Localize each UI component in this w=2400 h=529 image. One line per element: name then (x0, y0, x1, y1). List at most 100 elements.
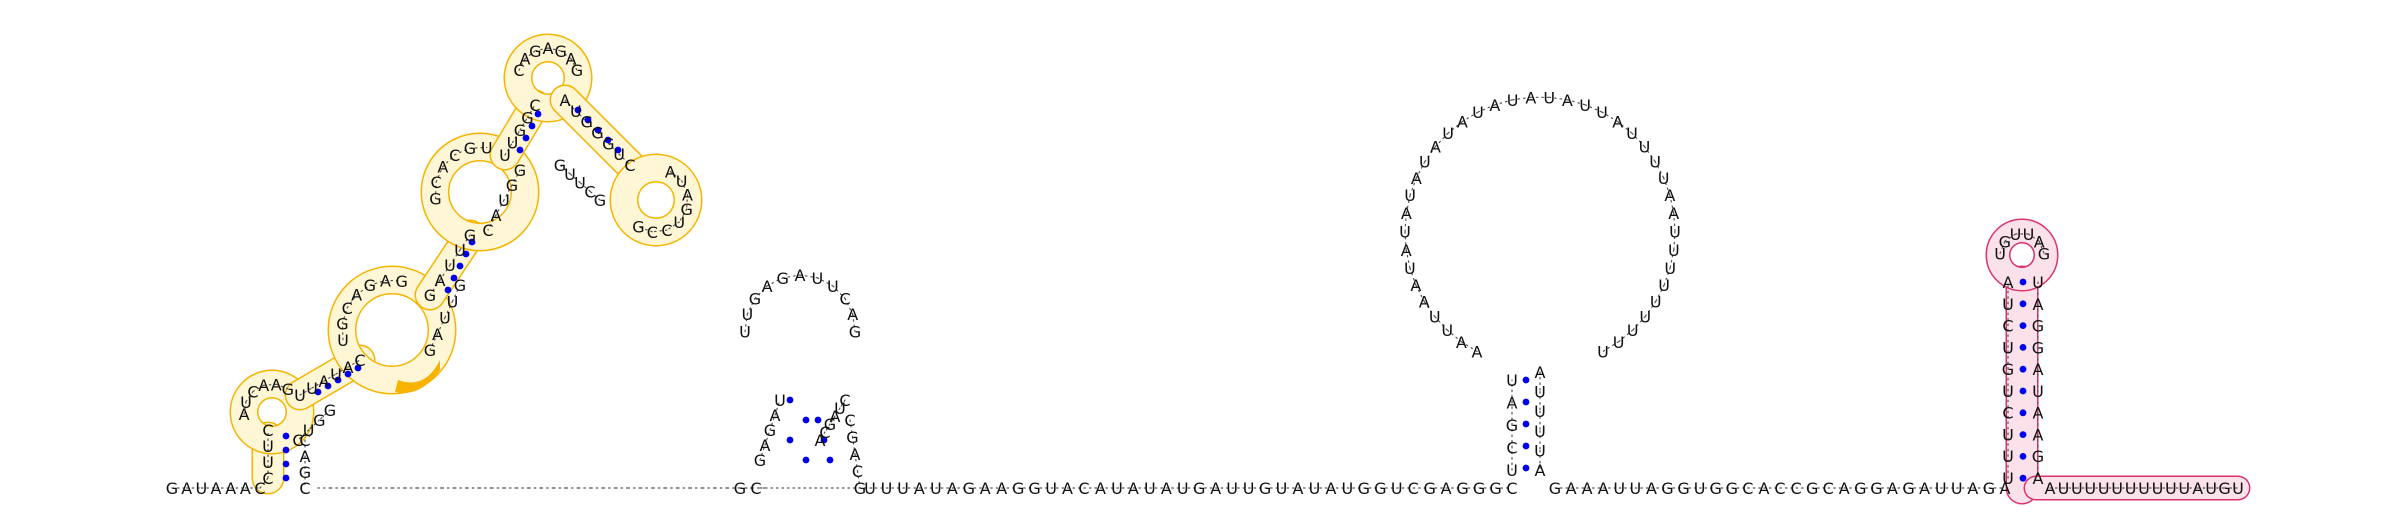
nucleotide: A (830, 407, 841, 426)
base-pair-dot (334, 376, 342, 384)
backbone-bond (2038, 240, 2045, 254)
nucleotide: U (1243, 479, 1255, 498)
backbone-bond (299, 387, 313, 396)
nucleotide: A (225, 479, 236, 498)
nucleotide: A (258, 376, 269, 395)
nucleotide: A (566, 50, 577, 69)
nucleotide: G (454, 276, 466, 295)
nucleotide: U (1649, 153, 1661, 172)
nucleotide: U (930, 479, 942, 498)
nucleotide: A (435, 271, 446, 290)
nucleotide: U (1309, 479, 1321, 498)
backbone-bond (318, 409, 331, 421)
nucleotide: G (424, 286, 436, 305)
base-pair-dot (2019, 431, 2027, 438)
nucleotide: C (852, 462, 863, 481)
base-pair-dot (614, 146, 622, 154)
nucleotide: G (429, 190, 441, 209)
nucleotide: C (647, 223, 658, 242)
base-pair-dot (444, 286, 452, 294)
backbone-bond (524, 50, 536, 60)
nucleotide: U (507, 134, 519, 153)
nucleotide: G (1726, 479, 1738, 498)
nucleotide: A (2033, 360, 2044, 379)
backbone-bond (2004, 233, 2017, 242)
nucleotide: A (795, 266, 806, 285)
highlight-layer (229, 33, 2251, 505)
nucleotide: A (1525, 88, 1536, 107)
nucleotide: A (1430, 138, 1441, 157)
base-pair-dot (462, 250, 470, 258)
backbone-bond (834, 407, 841, 417)
nucleotide: U (2098, 479, 2110, 498)
nucleotide: G (2038, 244, 2050, 263)
nucleotide: G (680, 200, 692, 219)
backbone-bond (323, 373, 337, 382)
nucleotide: U (262, 437, 274, 456)
nucleotide: U (1597, 342, 1609, 361)
nucleotide: U (439, 309, 451, 328)
nucleotide: A (1472, 342, 1483, 361)
backbone-bond (618, 153, 631, 166)
backbone-bond (526, 104, 536, 119)
backbone-bond (335, 366, 349, 375)
nucleotide: A (491, 206, 502, 225)
nucleotide: U (2002, 338, 2014, 357)
nucleotide: A (2003, 273, 2014, 292)
nucleotide: U (1276, 479, 1288, 498)
nucleotide: U (864, 479, 876, 498)
nucleotide: U (2178, 479, 2190, 498)
nucleotide: G (464, 226, 476, 245)
nucleotide: A (1598, 479, 1609, 498)
nucleotide: G (324, 401, 336, 420)
base-pair-dot (786, 436, 794, 444)
nucleotide: U (1111, 479, 1123, 498)
nucleotide: U (676, 172, 688, 191)
nucleotide: U (306, 379, 318, 398)
base-pair-dot (282, 446, 290, 454)
nucleotide: G (464, 139, 476, 158)
base-pair-dot (282, 432, 290, 440)
nucleotide: U (1694, 479, 1706, 498)
nucleotide: G (1806, 479, 1818, 498)
backbone-bond (534, 47, 549, 52)
nucleotide: G (602, 134, 614, 153)
nucleotide: A (432, 325, 443, 344)
backbone-bond (829, 415, 836, 425)
nucleotide: G (2032, 317, 2044, 336)
nucleotide: A (1507, 394, 1518, 413)
backbone-bond (259, 477, 269, 489)
nucleotide: C (839, 289, 850, 308)
backbone-bond (839, 399, 846, 409)
nucleotide: G (313, 411, 325, 430)
nucleotide: G (734, 479, 746, 498)
nucleotide: A (380, 271, 391, 290)
backbone-bond (308, 419, 320, 431)
nucleotide: U (1639, 308, 1651, 327)
nucleotide: A (1128, 479, 1139, 498)
nucleotide: A (343, 358, 354, 377)
base-pair-dot (802, 456, 810, 464)
nucleotide: G (1677, 479, 1689, 498)
nucleotide: A (1161, 479, 1172, 498)
nucleotide: C (449, 146, 460, 165)
yellow-highlight-loop3 (422, 134, 538, 250)
base-pair-dot (516, 146, 524, 154)
base-pair-dot (574, 106, 582, 114)
nucleotide: A (520, 50, 531, 69)
nucleotide: A (1582, 479, 1593, 498)
nucleotide: U (1994, 244, 2006, 263)
backbone-bond (2027, 233, 2040, 242)
nucleotide: U (1404, 186, 1416, 205)
nucleotide: A (996, 479, 1007, 498)
nucleotide: A (1758, 479, 1769, 498)
nucleotide: U (1629, 479, 1641, 498)
nucleotide: A (1401, 204, 1412, 223)
nucleotide: G (1012, 479, 1024, 498)
nucleotide: U (2232, 479, 2244, 498)
backbone-bond (669, 170, 683, 182)
nucleotide: C (262, 469, 273, 488)
nucleotide: G (521, 109, 533, 128)
base-pair-dot (1522, 376, 1530, 384)
nucleotide: G (776, 269, 788, 288)
